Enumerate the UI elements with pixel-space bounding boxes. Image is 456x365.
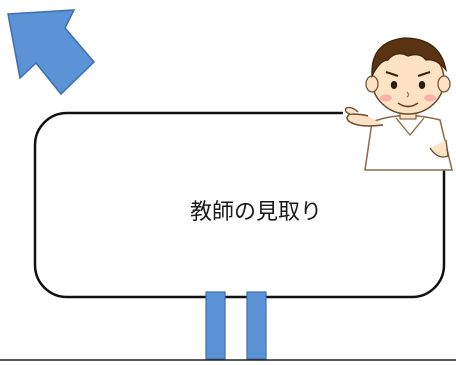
label-box <box>33 111 446 299</box>
up-left-arrow-icon <box>7 9 96 96</box>
box-label: 教師の見取り <box>190 200 322 225</box>
pointing-boy-icon <box>343 27 455 171</box>
connector-bar-right <box>246 291 267 360</box>
connector-bar-left <box>205 291 226 360</box>
double-bar-connector <box>205 291 267 360</box>
